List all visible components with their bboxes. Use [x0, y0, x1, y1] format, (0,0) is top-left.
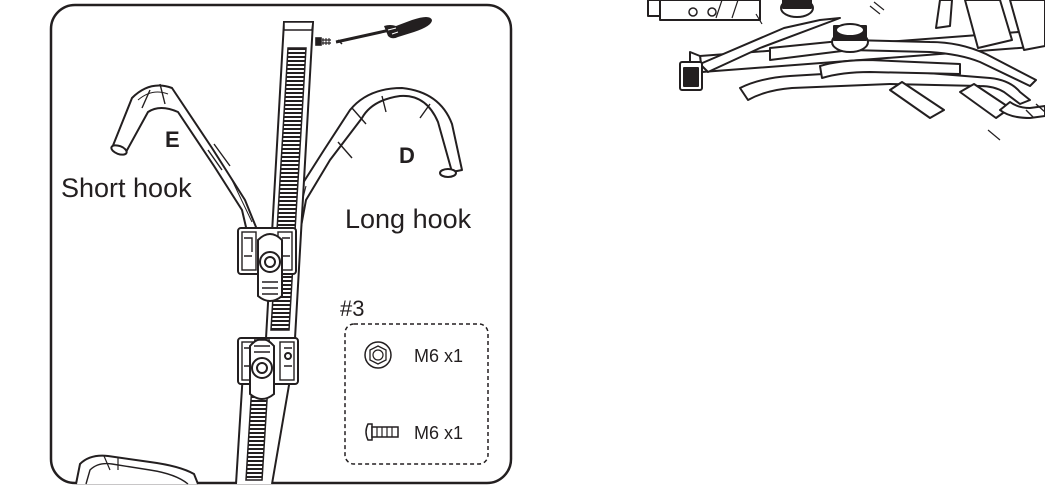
part-label-e: E: [165, 127, 180, 152]
bottom-hook-fragment: [75, 454, 199, 485]
bolt-icon: [365, 423, 399, 441]
part-label-d: D: [399, 143, 415, 168]
short-hook-label: Short hook: [61, 173, 192, 203]
hardware-pack-id: #3: [340, 296, 364, 321]
upper-clamp: [237, 227, 297, 302]
screwdriver-icon: [335, 17, 432, 45]
carrier-base-fragment: [647, 0, 1045, 141]
lower-clamp: [237, 337, 299, 400]
nut-icon: [364, 341, 392, 369]
bolt-quantity: M6 x1: [414, 423, 463, 443]
long-hook-label: Long hook: [345, 204, 472, 234]
nut-quantity: M6 x1: [414, 346, 463, 366]
screw-icon: [315, 37, 331, 46]
hardware-pack-box: #3 M6 x1 M6 x1: [340, 296, 489, 465]
